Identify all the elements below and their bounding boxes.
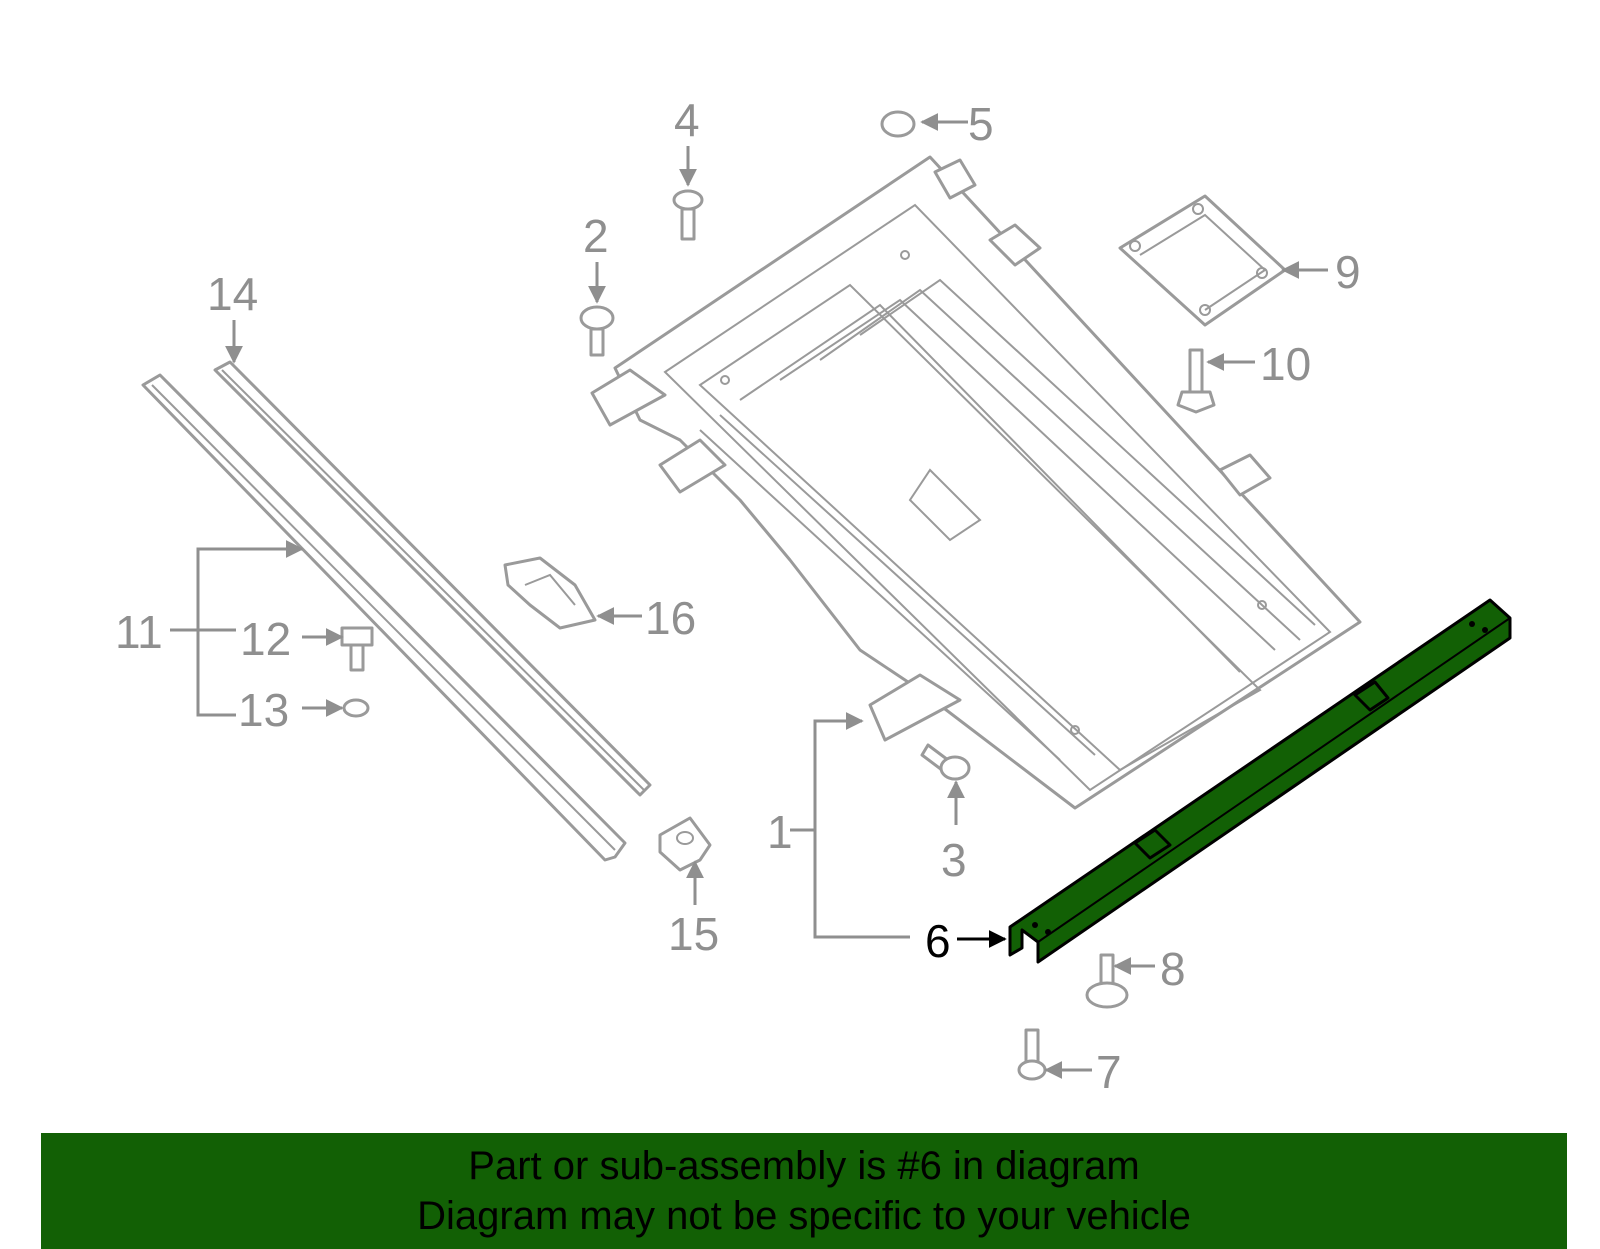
callout-13: 13 xyxy=(238,684,289,736)
callout-3: 3 xyxy=(941,834,967,886)
rail-part-11 xyxy=(141,373,627,862)
callout-16: 16 xyxy=(645,592,696,644)
clip-part-15 xyxy=(658,816,712,872)
callout-15: 15 xyxy=(668,908,719,960)
bolt-part-4 xyxy=(672,189,704,241)
plug-part-5 xyxy=(880,110,916,138)
info-banner: Part or sub-assembly is #6 in diagram Di… xyxy=(41,1133,1567,1249)
callout-12: 12 xyxy=(240,613,291,665)
leader-lines xyxy=(170,113,1328,1079)
callout-8: 8 xyxy=(1160,943,1186,995)
bolt-part-2 xyxy=(579,305,615,357)
callout-5: 5 xyxy=(968,98,994,150)
bolt-part-12 xyxy=(340,626,374,672)
bolt-part-7 xyxy=(1017,1028,1047,1081)
bolt-part-3 xyxy=(920,743,971,781)
callout-7: 7 xyxy=(1096,1046,1122,1098)
callout-2: 2 xyxy=(583,210,609,262)
callout-9: 9 xyxy=(1335,246,1361,298)
callout-1: 1 xyxy=(767,806,793,858)
callout-11: 11 xyxy=(115,606,163,658)
bolt-part-8 xyxy=(1085,953,1129,1009)
banner-line-1: Part or sub-assembly is #6 in diagram xyxy=(468,1144,1140,1188)
washer-part-13 xyxy=(342,698,370,718)
callout-4: 4 xyxy=(674,94,700,146)
bed-floor-panel xyxy=(590,155,1362,810)
sill-part-6-highlighted xyxy=(1008,598,1512,964)
rail-part-14 xyxy=(213,360,652,797)
bracket-part-9 xyxy=(1118,194,1287,327)
bolt-part-10 xyxy=(1176,348,1216,414)
banner-line-2: Diagram may not be specific to your vehi… xyxy=(417,1194,1191,1238)
callout-14: 14 xyxy=(207,268,258,320)
callout-10: 10 xyxy=(1260,338,1311,390)
callout-6: 6 xyxy=(925,915,951,967)
bracket-part-16 xyxy=(503,556,597,630)
